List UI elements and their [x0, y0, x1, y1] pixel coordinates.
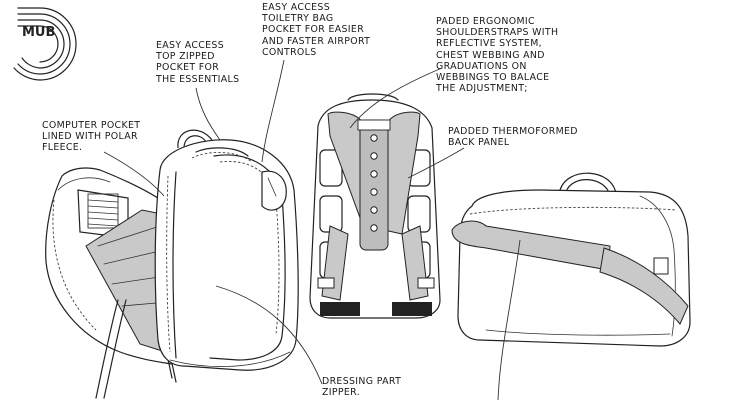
right-foot-icon	[392, 302, 432, 316]
closed-backpack-illustration	[154, 129, 299, 371]
strap-graduation-icons	[370, 134, 378, 232]
shoulderstraps-callout: PADED ERGONOMIC SHOULDERSTRAPS WITH REFL…	[436, 16, 559, 95]
open-backpack-illustration	[45, 167, 177, 399]
dressing-zipper-callout: DRESSING PART ZIPPER.	[322, 376, 402, 399]
laptop-pocket-grille-icon	[87, 193, 119, 229]
brand-logo-text: MUB	[22, 25, 56, 40]
back-panel-callout: PADDED THERMOFORMED BACK PANEL	[448, 126, 578, 149]
top-pocket-callout: EASY ACCESS TOP ZIPPED POCKET FOR THE ES…	[156, 40, 240, 85]
duffel-bag-illustration	[451, 172, 691, 347]
backpack-back-view-illustration	[309, 93, 441, 319]
left-buckle-icon	[317, 277, 335, 289]
brand-logo-icon	[13, 7, 77, 81]
duffel-buckle-icon	[653, 257, 669, 275]
toiletry-pocket-callout: EASY ACCESS TOILETRY BAG POCKET FOR EASI…	[262, 2, 371, 58]
callout-leader-lines	[103, 59, 521, 400]
computer-pocket-callout: COMPUTER POCKET LINED WITH POLAR FLEECE.	[42, 120, 141, 154]
left-foot-icon	[320, 302, 360, 316]
right-buckle-icon	[417, 277, 435, 289]
logo-patch-icon	[357, 119, 391, 131]
